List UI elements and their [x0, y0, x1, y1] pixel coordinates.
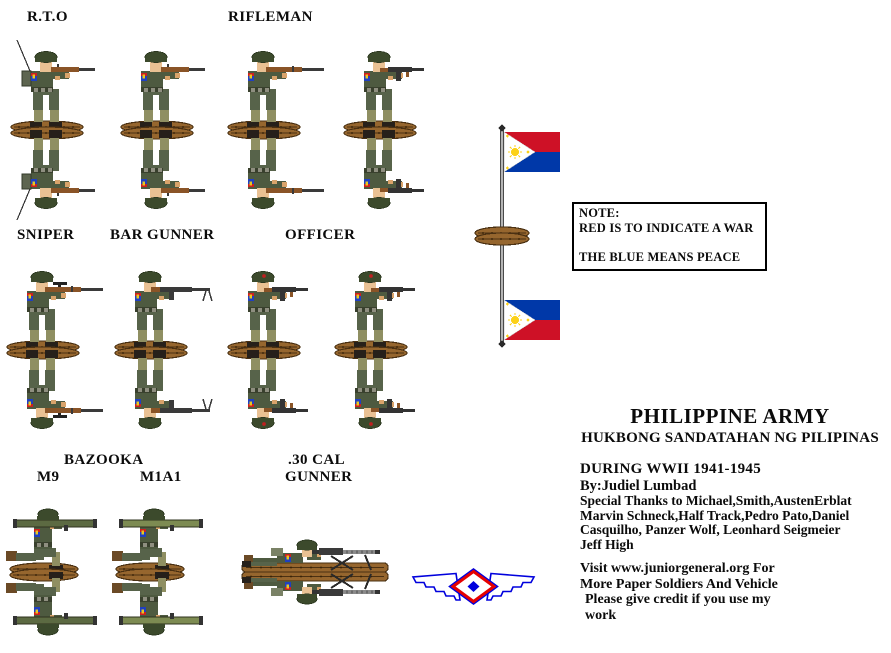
period-text: DURING WWII 1941-1945 [580, 461, 762, 477]
footer-block: Visit www.juniorgeneral.org For More Pap… [580, 561, 778, 623]
label-30cal: .30 CAL [288, 452, 345, 468]
footer-line-4: work [585, 607, 617, 623]
credit-line-4: Jeff High [580, 536, 634, 552]
label-rto: R.T.O [27, 9, 68, 25]
label-bazooka: BAZOOKA [64, 452, 144, 468]
winged-diamond-emblem [411, 568, 536, 605]
footer-line-1: Visit www.juniorgeneral.org For [580, 561, 775, 576]
label-m9: M9 [37, 469, 60, 485]
credit-line-2: Marvin Schneck,Half Track,Pedro Pato,Dan… [580, 507, 850, 523]
footer-line-2: More Paper Soldiers And Vehicle [580, 576, 778, 592]
soldier-bazooka-m1a1 [111, 508, 204, 636]
note-box: NOTE: RED IS TO INDICATE A WAR THE BLUE … [572, 202, 767, 271]
soldier-bar-gunner [114, 271, 213, 430]
note-line-war: RED IS TO INDICATE A WAR [579, 221, 754, 235]
soldier-rifleman-3 [343, 51, 425, 210]
info-block: PHILIPPINE ARMY HUKBONG SANDATAHAN NG PI… [568, 404, 891, 552]
soldier-rto [10, 39, 96, 221]
note-line-peace: THE BLUE MEANS PEACE [579, 250, 741, 264]
footer-line-3: Please give credit if you use my [585, 592, 771, 607]
soldier-bazooka-m9 [5, 508, 98, 636]
soldier-sniper [6, 271, 104, 430]
soldier-rifleman-2 [227, 51, 325, 210]
label-sniper: SNIPER [17, 227, 75, 243]
label-m1a1: M1A1 [140, 469, 182, 485]
label-officer: OFFICER [285, 227, 356, 243]
note-spacer [579, 236, 760, 250]
label-30cal-gunner: GUNNER [285, 469, 353, 485]
army-title: PHILIPPINE ARMY [630, 404, 830, 428]
soldier-officer-2 [334, 271, 416, 430]
flag-marker-philippines [474, 124, 561, 348]
army-subtitle: HUKBONG SANDATAHAN NG PILIPINAS [581, 430, 879, 446]
soldier-rifleman-1 [120, 51, 206, 210]
note-title: NOTE: [579, 206, 620, 220]
soldier-officer-1 [227, 271, 309, 430]
credit-line-3: Casquilho, Panzer Wolf, Leonhard Seigmei… [580, 522, 841, 537]
info-lines: DURING WWII 1941-1945 By:Judiel Lumbad S… [568, 460, 891, 552]
credit-line-1: Special Thanks to Michael,Smith,AustenEr… [580, 493, 852, 508]
label-rifleman: RIFLEMAN [228, 9, 313, 25]
label-bar-gunner: BAR GUNNER [110, 227, 215, 243]
author-text: By:Judiel Lumbad [580, 478, 697, 494]
soldier-cal30-gunner [241, 539, 389, 605]
